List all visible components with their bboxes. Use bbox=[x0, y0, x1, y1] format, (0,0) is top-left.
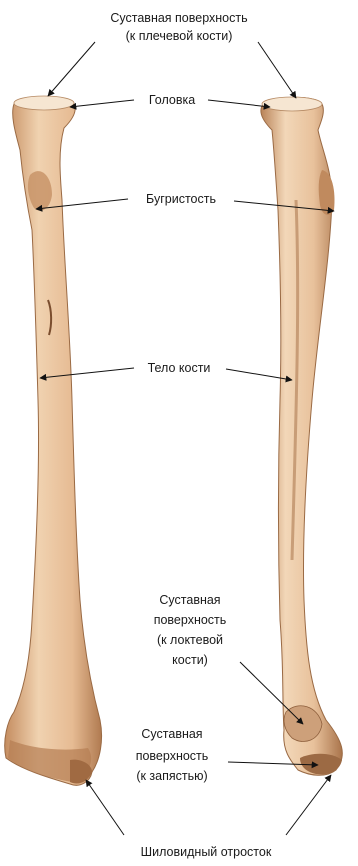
label-body: Тело кости bbox=[148, 361, 211, 375]
label-tuberosity: Бугристость bbox=[146, 192, 216, 206]
labels: Суставная поверхность (к плечевой кости)… bbox=[110, 11, 271, 859]
label-articular-ulna-1: Суставная bbox=[159, 593, 220, 607]
leader-styloid-left bbox=[86, 780, 124, 835]
label-articular-ulna-4: кости) bbox=[172, 653, 208, 667]
leader-head-left bbox=[70, 100, 134, 107]
leader-articular-top-right bbox=[258, 42, 296, 98]
right-articular-surface-top bbox=[262, 97, 322, 111]
right-tuberosity bbox=[319, 170, 335, 215]
label-articular-wrist-2: поверхность bbox=[136, 749, 209, 763]
label-articular-ulna-3: (к локтевой bbox=[157, 633, 223, 647]
label-articular-wrist-1: Суставная bbox=[141, 727, 202, 741]
leader-head-right bbox=[208, 100, 270, 107]
left-bone-shape bbox=[5, 97, 102, 785]
label-articular-humerus-1: Суставная поверхность bbox=[110, 11, 247, 25]
left-radius-bone bbox=[5, 96, 102, 785]
label-articular-ulna-2: поверхность bbox=[154, 613, 227, 627]
leader-articular-top-left bbox=[48, 42, 95, 96]
label-styloid: Шиловидный отросток bbox=[141, 845, 272, 859]
left-articular-surface-top bbox=[14, 96, 74, 110]
label-articular-wrist-3: (к запястью) bbox=[136, 769, 207, 783]
leader-styloid-right bbox=[286, 775, 331, 835]
label-articular-humerus-2: (к плечевой кости) bbox=[126, 29, 233, 43]
label-head: Головка bbox=[149, 93, 195, 107]
right-radius-bone bbox=[261, 97, 342, 775]
